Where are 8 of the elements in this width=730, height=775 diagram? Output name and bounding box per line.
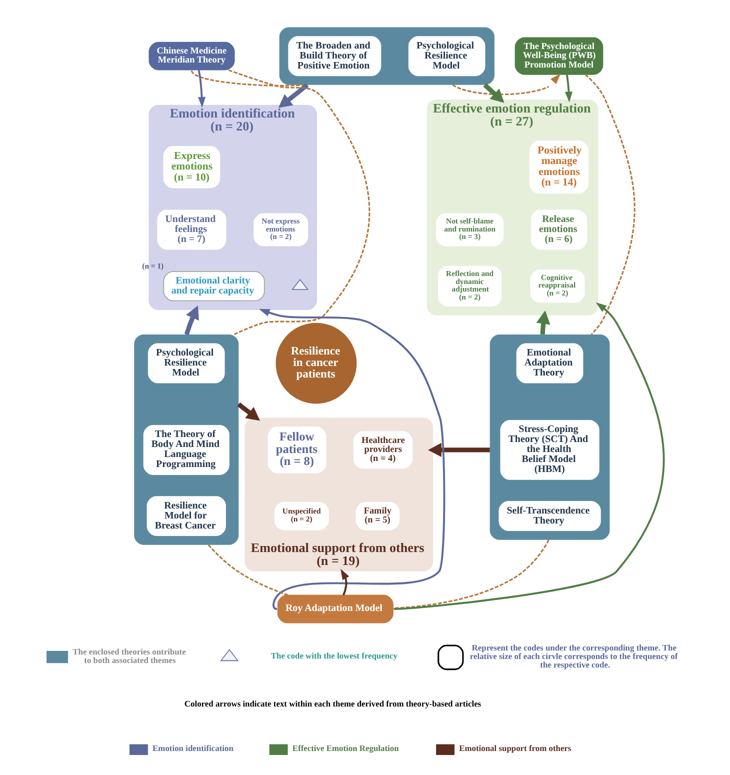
legend-label: Represent the codes under the corresponding theme. The relative size of each cirvle corresponds to the frequency of the respective code. [470, 642, 678, 670]
legend-label: The enclosed theories ontribute to both associated themes [72, 646, 186, 666]
legend-label: Emotional support from others [459, 742, 572, 753]
legend-label: The code with the lowest frequency [270, 650, 398, 660]
label: Colored arrows indicate text within each theme derived from theory-based articles [184, 698, 482, 708]
node-label: (n = 1) [142, 262, 164, 271]
legend-label: Effective Emotion Regulation [292, 742, 399, 753]
legend-label: Emotion identification [152, 742, 234, 753]
